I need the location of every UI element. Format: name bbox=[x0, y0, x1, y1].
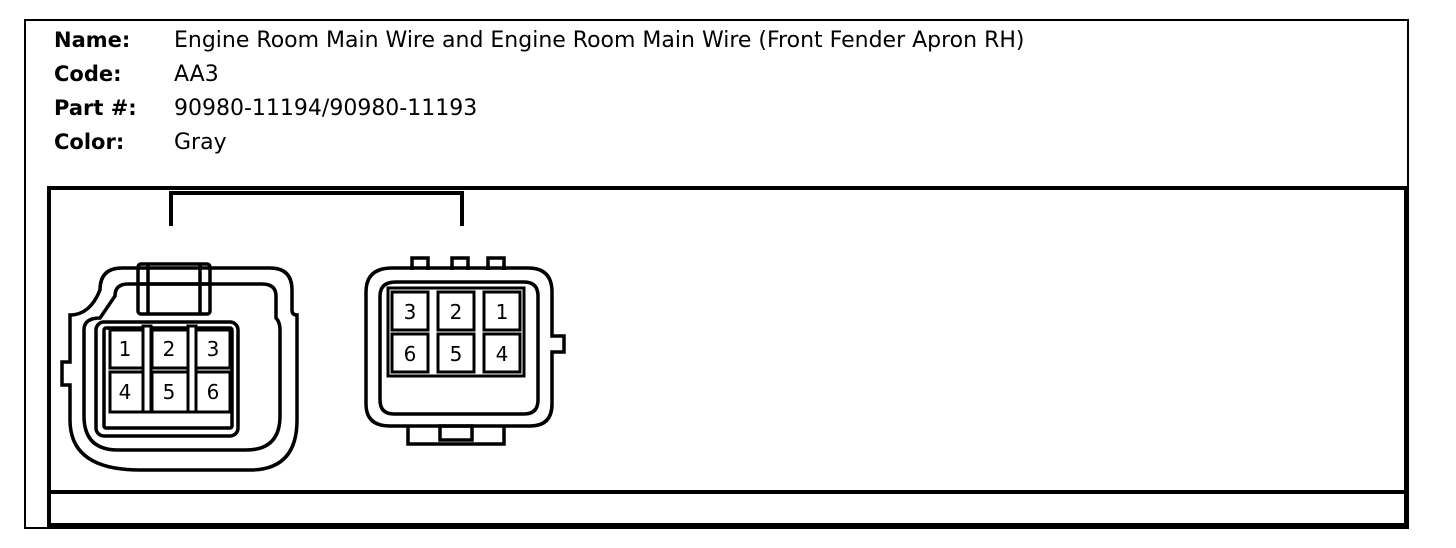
right-pin-cavity-2 bbox=[436, 290, 476, 332]
color-label: Color: bbox=[54, 130, 125, 154]
left-pin-label: 5 bbox=[163, 380, 176, 404]
right-pin-label: 5 bbox=[450, 342, 463, 366]
right-pin-cavity-6 bbox=[390, 332, 430, 374]
color-value: Gray bbox=[174, 130, 227, 155]
right-pin-label: 4 bbox=[496, 342, 509, 366]
name-label: Name: bbox=[54, 28, 131, 52]
left-pin-label: 4 bbox=[119, 380, 132, 404]
connector-right bbox=[364, 256, 566, 446]
right-pin-label: 6 bbox=[404, 342, 417, 366]
right-pin-label: 2 bbox=[450, 300, 463, 324]
diagram-panel bbox=[47, 186, 1408, 527]
left-pin-label: 3 bbox=[207, 337, 220, 361]
code-label: Code: bbox=[54, 62, 122, 86]
right-pin-cavity-4 bbox=[482, 332, 522, 374]
right-pin-label: 1 bbox=[496, 300, 509, 324]
right-pin-label: 3 bbox=[404, 300, 417, 324]
left-pin-label: 1 bbox=[119, 337, 132, 361]
part-value: 90980-11194/90980-11193 bbox=[174, 96, 478, 121]
part-label: Part #: bbox=[54, 96, 137, 120]
left-pin-label: 6 bbox=[207, 380, 220, 404]
right-pin-cavity-1 bbox=[482, 290, 522, 332]
code-value: AA3 bbox=[174, 62, 219, 87]
right-pin-cavity-3 bbox=[390, 290, 430, 332]
right-pin-cavity-5 bbox=[436, 332, 476, 374]
connector-left bbox=[60, 262, 299, 472]
left-pin-label: 2 bbox=[163, 337, 176, 361]
name-value: Engine Room Main Wire and Engine Room Ma… bbox=[174, 28, 1025, 53]
mating-bracket bbox=[169, 191, 464, 226]
